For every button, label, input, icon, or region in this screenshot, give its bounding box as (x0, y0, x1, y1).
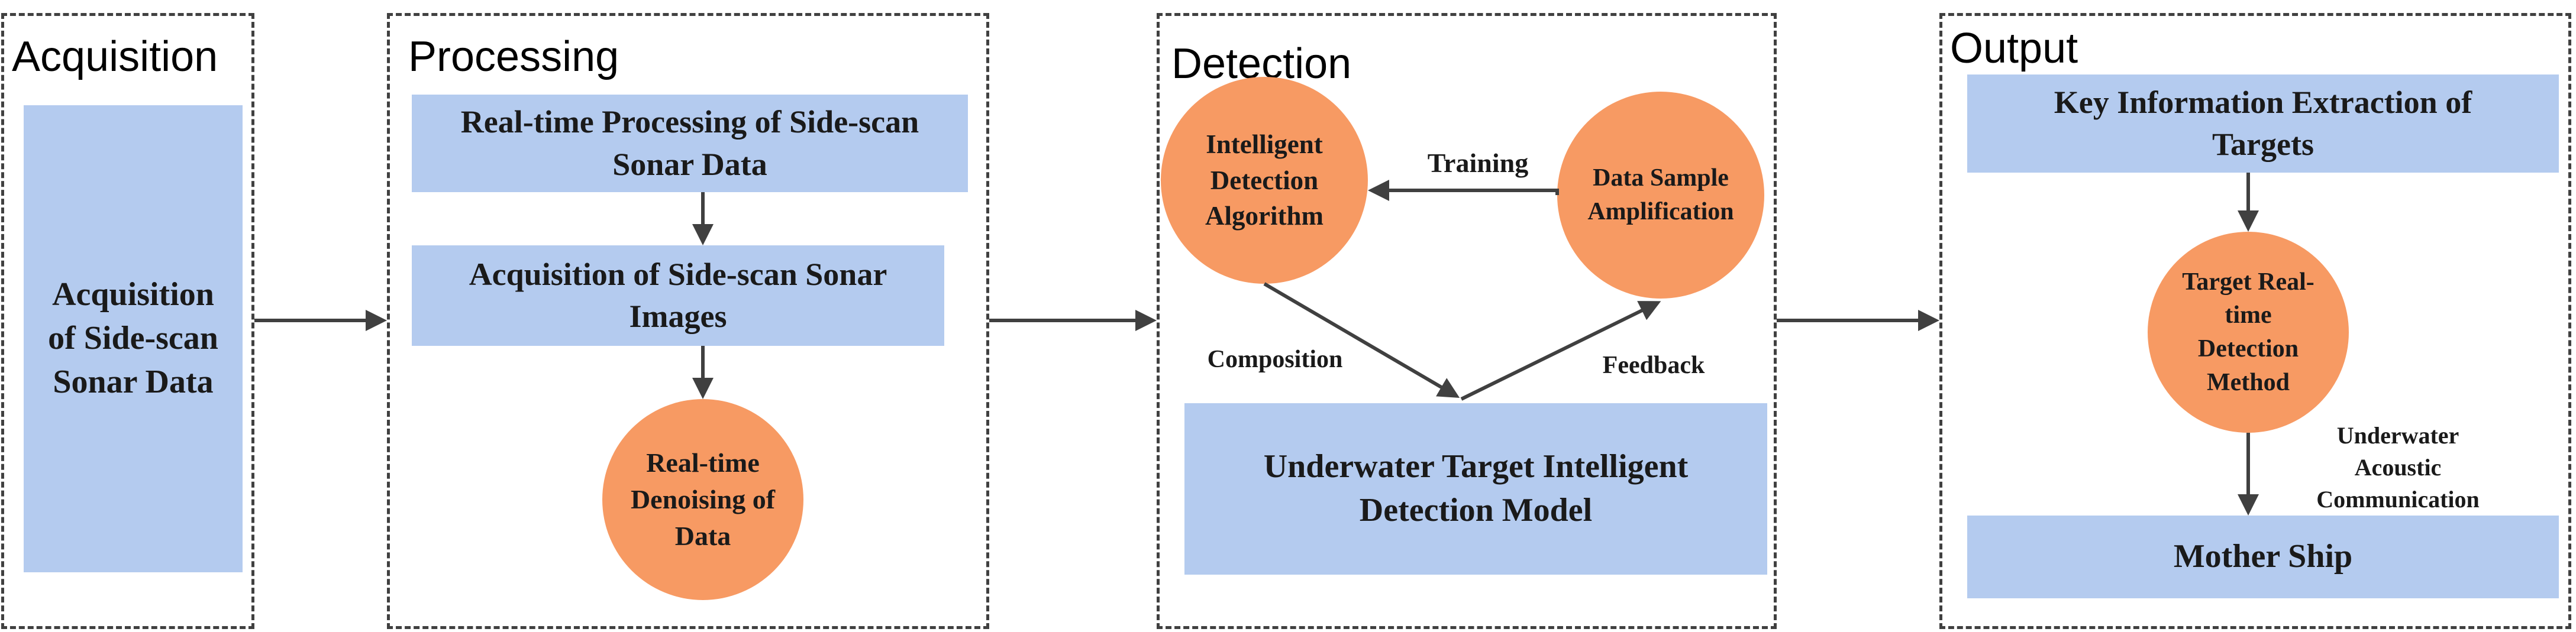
key-info-box: Key Information Extraction of Targets (1967, 74, 2559, 173)
composition-arrow (1263, 282, 1460, 398)
sample-amplification-circle: Data Sample Amplification (1557, 92, 1764, 299)
composition-label: Composition (1207, 346, 1343, 373)
detection-model-box: Underwater Target Intelligent Detection … (1184, 403, 1767, 575)
denoising-circle: Real-time Denoising of Data (602, 399, 803, 600)
acquisition-panel-title: Acquisition (12, 33, 218, 80)
output-panel (1939, 13, 2571, 629)
detection-algorithm-circle: Intelligent Detection Algorithm (1161, 77, 1368, 284)
processing-panel-title: Processing (408, 33, 619, 80)
output-panel-title: Output (1950, 25, 2078, 72)
training-arrow (1368, 180, 1559, 201)
processing-panel (387, 13, 989, 629)
training-label: Training (1427, 148, 1529, 178)
acoustic-communication-label: Underwater Acoustic Communication (2316, 422, 2480, 513)
detection-panel (1157, 13, 1777, 629)
acquisition-box: Acquisition of Side-scan Sonar Data (24, 105, 243, 572)
acquisition-panel (1, 13, 254, 629)
image-acquisition-box: Acquisition of Side-scan Sonar Images (412, 245, 944, 346)
feedback-arrow (1460, 301, 1661, 401)
feedback-label: Feedback (1602, 352, 1705, 379)
realtime-processing-box: Real-time Processing of Side-scan Sonar … (412, 95, 968, 192)
detection-method-circle: Target Real-time Detection Method (2148, 232, 2349, 433)
mother-ship-box: Mother Ship (1967, 516, 2559, 598)
